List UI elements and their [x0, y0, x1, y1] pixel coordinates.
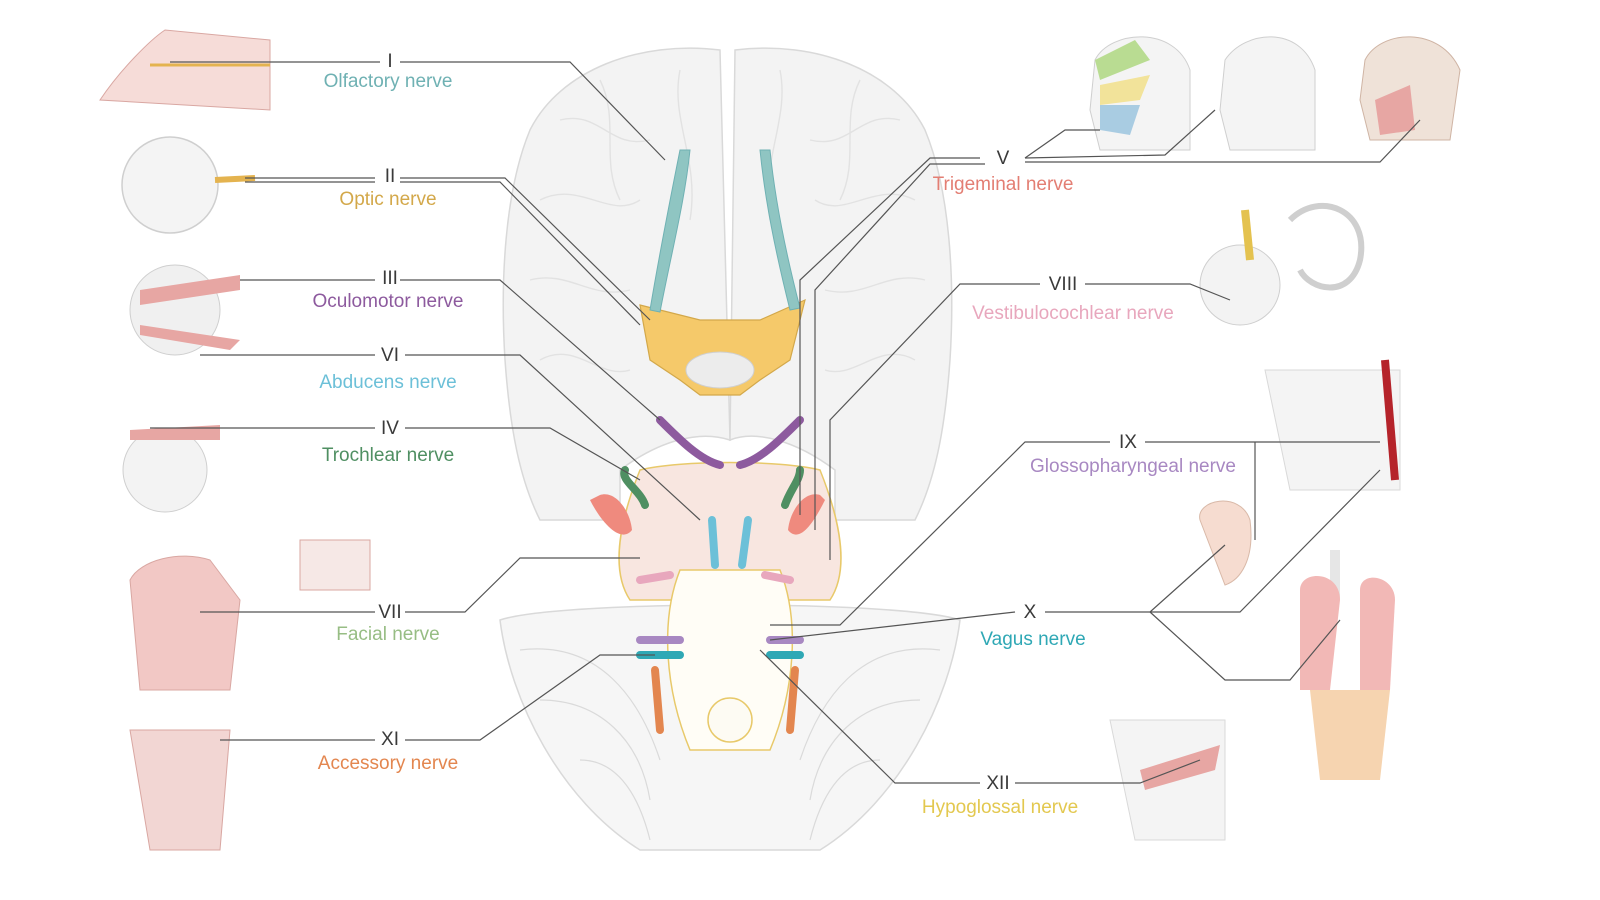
nose-illustration: [99, 29, 271, 111]
eye-muscles-illustration: [129, 264, 240, 356]
head-profile-illustration: [1219, 36, 1316, 151]
thoracic-organs-illustration: [1300, 550, 1395, 780]
nerve-numeral-vi: VI: [381, 345, 399, 366]
trochlear-eye-illustration: [122, 425, 220, 513]
nerve-numeral-xii: XII: [986, 773, 1010, 794]
nerve-numeral-xi: XI: [381, 729, 399, 750]
optic-chiasm: [639, 298, 806, 396]
nerve-name-abducens: Abducens nerve: [319, 372, 457, 393]
nerve-numeral-viii: VIII: [1048, 274, 1078, 295]
neck-muscles-illustration: [129, 729, 231, 851]
nerve-name-trochlear: Trochlear nerve: [321, 445, 455, 466]
trigeminal-roots: [590, 494, 825, 535]
nerve-numeral-v: V: [996, 148, 1010, 169]
nerve-name-glossopharyngeal: Glossopharyngeal nerve: [1030, 456, 1236, 477]
brain-gyri: [529, 69, 926, 373]
mouth-tongue-illustration: [1109, 719, 1226, 841]
throat-illustration: [1264, 359, 1401, 491]
nerve-name-optic: Optic nerve: [339, 189, 437, 210]
ear-illustration: [1199, 500, 1252, 586]
nerve-name-vagus: Vagus nerve: [980, 629, 1086, 650]
head-dermatomes-illustration: [1089, 36, 1191, 151]
nerve-numeral-i: I: [387, 51, 393, 72]
nerve-name-accessory: Accessory nerve: [317, 753, 459, 774]
leader-lines: [150, 61, 1421, 784]
nerve-numeral-iv: IV: [381, 418, 399, 439]
nerve-name-olfactory: Olfactory nerve: [323, 71, 453, 92]
inner-ear-illustration: [1199, 202, 1365, 326]
eyeball-illustration: [121, 136, 256, 234]
nerve-name-vestibulocochlear: Vestibulocochlear nerve: [972, 303, 1174, 324]
nerve-name-oculomotor: Oculomotor nerve: [312, 291, 464, 312]
nerve-name-facial: Facial nerve: [336, 624, 440, 645]
nerve-numeral-ix: IX: [1119, 432, 1137, 453]
skull-illustration: [1359, 36, 1461, 141]
nerve-numeral-x: X: [1023, 602, 1037, 623]
nerve-numeral-vii: VII: [378, 602, 402, 623]
nerve-numeral-ii: II: [384, 166, 396, 187]
nerve-numeral-iii: III: [382, 268, 398, 289]
face-muscles-illustration: [129, 539, 371, 691]
nerve-stumps: [620, 416, 804, 734]
nerve-name-hypoglossal: Hypoglossal nerve: [921, 797, 1079, 818]
nerve-name-trigeminal: Trigeminal nerve: [932, 174, 1074, 195]
